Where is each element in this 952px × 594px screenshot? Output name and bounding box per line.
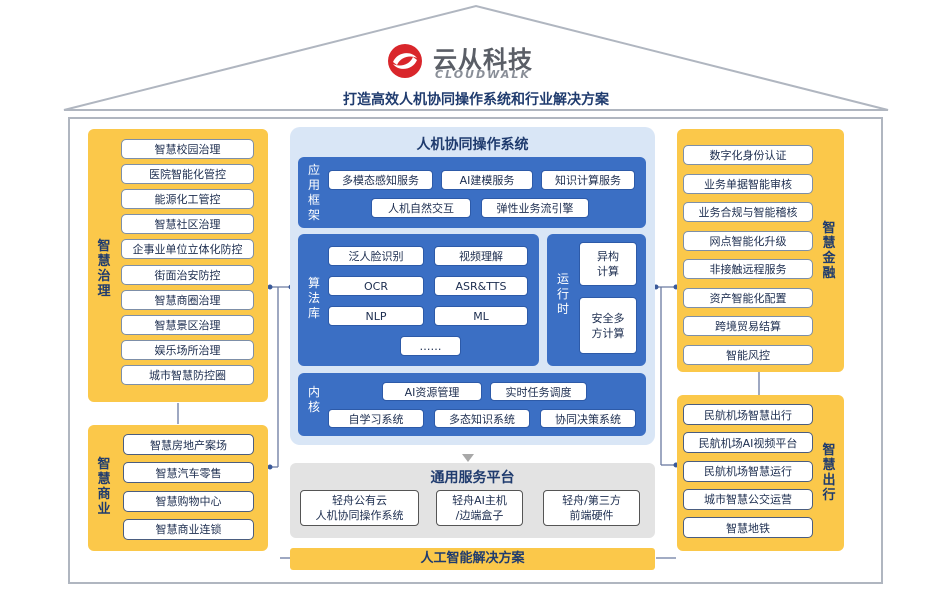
module-knowledge-computing: 知识计算服务 [541,170,635,190]
finance-item: 业务单据智能审核 [683,173,813,194]
platform-ai-host: 轻舟AI主机 /边端盒子 [436,490,523,526]
kernel-collaborative-decision: 协同决策系统 [540,409,636,428]
platform-title: 通用服务平台 [430,470,515,486]
governance-item: 医院智能化管控 [121,164,254,185]
governance-item: 能源化工管控 [121,189,254,210]
algo-ml: ML [434,306,528,326]
algorithm-library-label: 算法库 [307,276,320,320]
finance-item: 资产智能化配置 [683,287,813,308]
travel-item: 城市智慧公交运营 [683,488,813,510]
governance-item: 智慧社区治理 [121,214,254,235]
algo-ocr: OCR [328,276,424,296]
kernel-polymorphic-knowledge: 多态知识系统 [434,409,530,428]
ai-solutions-bar: 人工智能解决方案 [290,548,655,570]
brand-name-cn: 云从科技 [433,46,533,74]
panel-title: 智慧出行 [822,443,836,503]
algo-face-recognition: 泛人脸识别 [328,246,424,266]
finance-item: 数字化身份认证 [683,145,813,165]
algo-nlp: NLP [328,306,424,326]
travel-item: 民航机场智慧出行 [683,404,813,425]
runtime-label: 运行时 [556,272,569,316]
commerce-item: 智慧购物中心 [123,490,254,512]
governance-item: 娱乐场所治理 [121,339,254,360]
app-framework-block: 应用框架 [298,157,646,228]
governance-item: 智慧校园治理 [121,139,254,159]
panel-title: 智慧治理 [97,239,111,299]
algo-video-understanding: 视频理解 [434,246,528,266]
platform-public-cloud: 轻舟公有云 人机协同操作系统 [300,490,419,526]
governance-item: 智慧商圈治理 [121,289,254,310]
kernel-realtime-scheduling: 实时任务调度 [490,382,587,401]
module-ai-modeling: AI建模服务 [441,170,533,190]
cloudwalk-logo-icon [388,44,422,78]
panel-title: 智慧金融 [822,221,836,281]
brand-name-en: CLOUDWALK [435,68,531,81]
commerce-item: 智慧商业连锁 [123,518,254,540]
governance-item: 智慧景区治理 [121,314,254,335]
brand-logo: 云从科技 CLOUDWALK [383,40,573,84]
kernel-label: 内核 [307,385,320,414]
page-subtitle: 打造高效人机协同操作系统和行业解决方案 [343,92,609,108]
finance-item: 网点智能化升级 [683,230,813,251]
travel-item: 民航机场智慧运行 [683,460,813,482]
algo-more: …… [400,336,461,356]
commerce-item: 智慧汽车零售 [123,462,254,484]
module-natural-interaction: 人机自然交互 [371,198,471,218]
finance-item: 非接触远程服务 [683,259,813,279]
kernel-ai-resource-management: AI资源管理 [382,382,482,401]
governance-item: 街面治安防控 [121,264,254,285]
algo-asr-tts: ASR&TTS [434,276,528,296]
governance-item: 城市智慧防控圈 [121,364,254,385]
governance-item: 企事业单位立体化防控 [121,239,254,260]
finance-item: 智能风控 [683,344,813,365]
finance-item: 跨境贸易结算 [683,316,813,336]
panel-title: 智慧商业 [97,457,111,517]
module-multimodal-perception: 多模态感知服务 [328,170,433,190]
travel-item: 智慧地铁 [683,517,813,539]
os-title: 人机协同操作系统 [416,137,529,153]
runtime-secure-mpc: 安全多 方计算 [579,297,637,354]
runtime-heterogeneous-computing: 异构 计算 [579,242,637,286]
app-framework-label: 应用框架 [307,163,320,222]
finance-item: 业务合规与智能稽核 [683,202,813,222]
travel-item: 民航机场AI视频平台 [683,432,813,454]
platform-frontend-hardware: 轻舟/第三方 前端硬件 [543,490,640,526]
commerce-item: 智慧房地产案场 [123,434,254,455]
module-elastic-workflow: 弹性业务流引擎 [481,198,589,218]
kernel-self-learning: 自学习系统 [328,409,424,428]
